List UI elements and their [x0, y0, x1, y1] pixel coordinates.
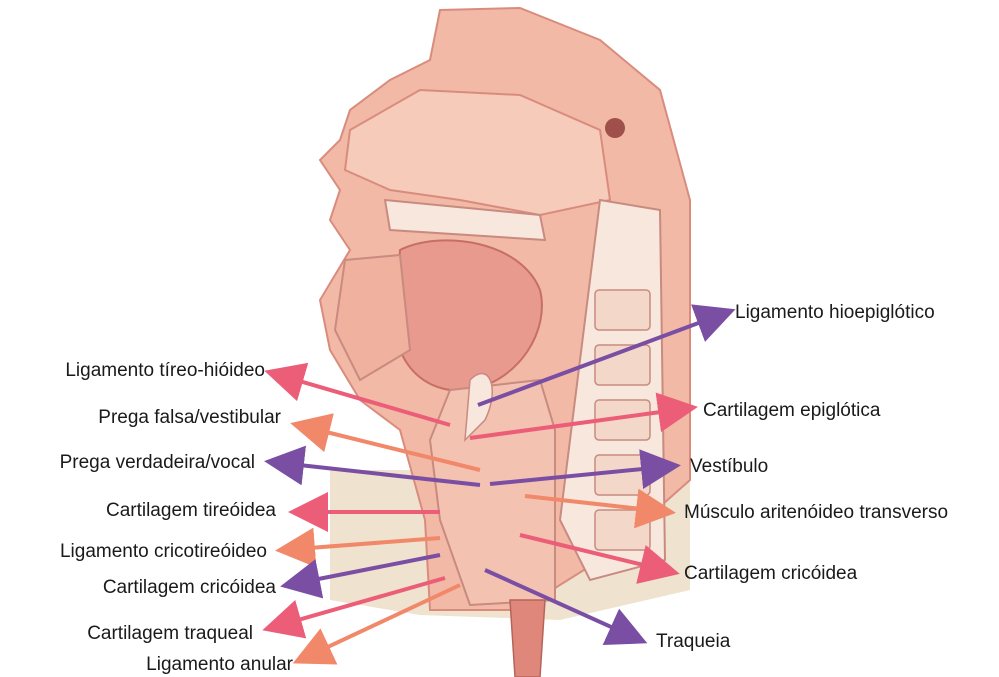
label-ligamento-cricotireoideo: Ligamento cricotireóideo [60, 541, 267, 563]
label-musculo-aritenoideo-transverso: Músculo aritenóideo transverso [684, 502, 948, 524]
label-cartilagem-traqueal: Cartilagem traqueal [87, 623, 253, 645]
label-vestibulo: Vestíbulo [690, 456, 768, 478]
trachea-tube [510, 600, 545, 677]
label-cartilagem-epiglotica: Cartilagem epiglótica [703, 400, 880, 422]
label-prega-verdadeira-vocal: Prega verdadeira/vocal [60, 452, 255, 474]
label-prega-falsa-vestibular: Prega falsa/vestibular [98, 407, 281, 429]
label-traqueia: Traqueia [656, 631, 730, 653]
label-ligamento-hioepiglotico: Ligamento hioepiglótico [735, 302, 935, 324]
label-cartilagem-tireoidea: Cartilagem tireóidea [106, 500, 276, 522]
orbit-detail [605, 118, 625, 138]
label-cartilagem-cricoidea-right: Cartilagem cricóidea [684, 563, 857, 585]
label-ligamento-tireo-hioideo: Ligamento tíreo-hióideo [65, 360, 265, 382]
label-cartilagem-cricoidea-left: Cartilagem cricóidea [103, 577, 276, 599]
label-ligamento-anular: Ligamento anular [146, 654, 293, 676]
